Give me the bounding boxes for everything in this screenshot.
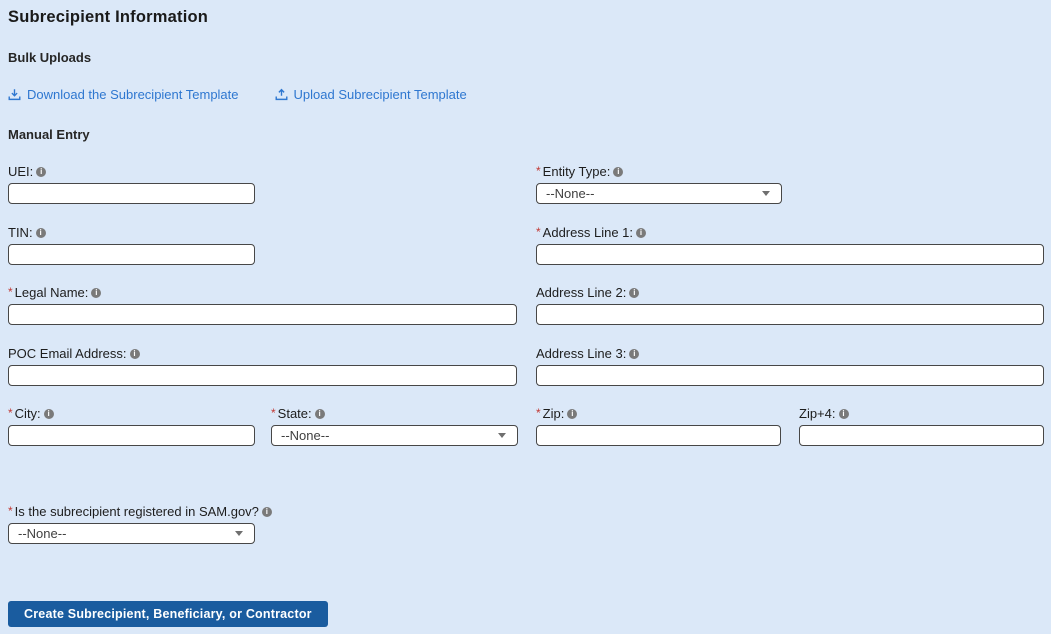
field-zip: * Zip: [536, 406, 781, 446]
info-icon[interactable] [43, 409, 54, 419]
info-icon[interactable] [838, 409, 849, 419]
sam-registered-select[interactable]: --None-- [8, 523, 255, 544]
info-icon[interactable] [261, 507, 272, 517]
download-link-label: Download the Subrecipient Template [27, 87, 239, 102]
field-label: Zip: [542, 406, 565, 421]
field-label: Address Line 2: [536, 285, 627, 300]
info-icon[interactable] [129, 349, 140, 359]
sam-selected-value: --None-- [18, 526, 67, 541]
field-legal-name: * Legal Name: [8, 285, 517, 325]
field-zip4: Zip+4: [799, 406, 1044, 446]
address-line-3-input[interactable] [536, 365, 1044, 386]
zip-input[interactable] [536, 425, 781, 446]
required-marker: * [8, 406, 13, 420]
field-address-line-2: Address Line 2: [536, 285, 1044, 325]
tin-input[interactable] [8, 244, 255, 265]
required-marker: * [8, 504, 13, 518]
info-icon[interactable] [629, 288, 640, 298]
entity-type-select[interactable]: --None-- [536, 183, 782, 204]
upload-template-link[interactable]: Upload Subrecipient Template [275, 87, 467, 102]
required-marker: * [271, 406, 276, 420]
field-label: UEI: [8, 164, 34, 179]
info-icon[interactable] [613, 167, 624, 177]
info-icon[interactable] [91, 288, 102, 298]
field-address-line-3: Address Line 3: [536, 346, 1044, 386]
page-title: Subrecipient Information [8, 8, 209, 26]
info-icon[interactable] [636, 228, 647, 238]
upload-link-label: Upload Subrecipient Template [293, 87, 467, 102]
chevron-down-icon [762, 191, 770, 196]
state-selected-value: --None-- [281, 428, 330, 443]
info-icon[interactable] [36, 167, 47, 177]
field-label: TIN: [8, 225, 33, 240]
field-label-row: * Is the subrecipient registered in SAM.… [8, 504, 272, 519]
create-subrecipient-button[interactable]: Create Subrecipient, Beneficiary, or Con… [8, 601, 328, 627]
field-label-row: * Address Line 1: [536, 225, 1044, 240]
state-select[interactable]: --None-- [271, 425, 518, 446]
field-label: Entity Type: [542, 164, 611, 179]
field-address-line-1: * Address Line 1: [536, 225, 1044, 265]
field-entity-type: * Entity Type: --None-- [536, 164, 782, 204]
poc-email-input[interactable] [8, 365, 517, 386]
bulk-uploads-heading: Bulk Uploads [8, 50, 92, 65]
field-label: Zip+4: [799, 406, 836, 421]
field-tin: TIN: [8, 225, 255, 265]
info-icon[interactable] [314, 409, 325, 419]
field-state: * State: --None-- [271, 406, 518, 446]
field-sam-registered: * Is the subrecipient registered in SAM.… [8, 504, 272, 544]
required-marker: * [536, 406, 541, 420]
chevron-down-icon [235, 531, 243, 536]
required-marker: * [536, 164, 541, 178]
legal-name-input[interactable] [8, 304, 517, 325]
uei-input[interactable] [8, 183, 255, 204]
info-icon[interactable] [35, 228, 46, 238]
download-icon [8, 88, 21, 101]
field-uei: UEI: [8, 164, 255, 204]
field-label-row: Address Line 3: [536, 346, 1044, 361]
field-label-row: TIN: [8, 225, 255, 240]
field-label-row: Zip+4: [799, 406, 1044, 421]
field-label: Legal Name: [14, 285, 89, 300]
field-label: Is the subrecipient registered in SAM.go… [14, 504, 259, 519]
address-line-2-input[interactable] [536, 304, 1044, 325]
field-city: * City: [8, 406, 255, 446]
field-label: Address Line 3: [536, 346, 627, 361]
field-label: City: [14, 406, 41, 421]
city-input[interactable] [8, 425, 255, 446]
required-marker: * [536, 225, 541, 239]
field-label-row: UEI: [8, 164, 255, 179]
field-label-row: * State: [271, 406, 518, 421]
field-label: Address Line 1: [542, 225, 634, 240]
upload-icon [275, 88, 288, 101]
field-poc-email: POC Email Address: [8, 346, 517, 386]
field-label: POC Email Address: [8, 346, 127, 361]
info-icon[interactable] [629, 349, 640, 359]
field-label-row: * City: [8, 406, 255, 421]
field-label: State: [277, 406, 312, 421]
field-label-row: POC Email Address: [8, 346, 517, 361]
entity-type-selected-value: --None-- [546, 186, 595, 201]
info-icon[interactable] [567, 409, 578, 419]
zip4-input[interactable] [799, 425, 1044, 446]
field-label-row: * Legal Name: [8, 285, 517, 300]
chevron-down-icon [498, 433, 506, 438]
field-label-row: * Entity Type: [536, 164, 782, 179]
field-label-row: * Zip: [536, 406, 781, 421]
template-links-row: Download the Subrecipient Template Uploa… [8, 87, 467, 102]
required-marker: * [8, 285, 13, 299]
address-line-1-input[interactable] [536, 244, 1044, 265]
download-template-link[interactable]: Download the Subrecipient Template [8, 87, 239, 102]
manual-entry-heading: Manual Entry [8, 127, 90, 142]
field-label-row: Address Line 2: [536, 285, 1044, 300]
